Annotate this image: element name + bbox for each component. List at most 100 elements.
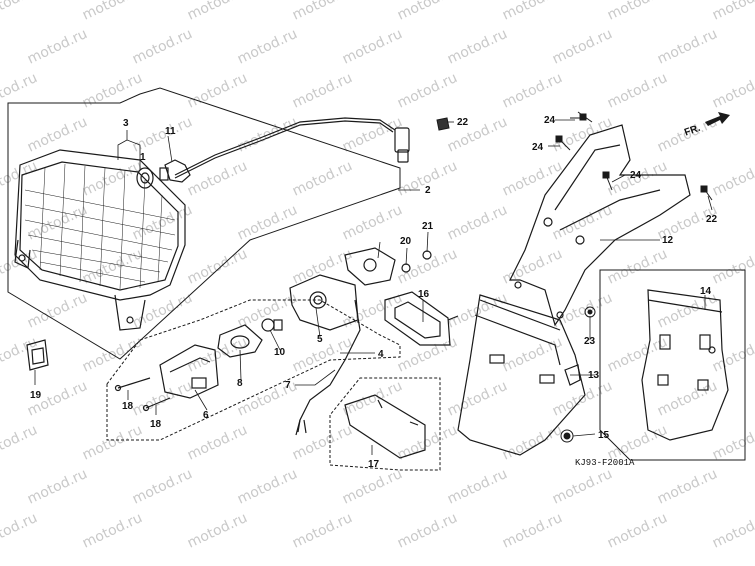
callout-13: 13 (588, 370, 600, 381)
watermark-text: motod.ru (550, 26, 615, 68)
watermark-text: motod.ru (290, 246, 355, 288)
watermark-text: motod.ru (500, 334, 565, 376)
watermark-text: motod.ru (0, 422, 40, 464)
watermark-text: motod.ru (710, 510, 755, 552)
watermark-text: motod.ru (80, 510, 145, 552)
watermark-text: motod.ru (605, 0, 670, 24)
license-light-assembly (159, 274, 361, 436)
watermark-text: motod.ru (25, 26, 90, 68)
watermark-text: motod.ru (500, 70, 565, 112)
watermark-text: motod.ru (0, 0, 40, 24)
callout-21: 21 (422, 221, 434, 232)
socket-and-bulb (136, 159, 191, 189)
watermark-text: motod.ru (710, 422, 755, 464)
callout-17: 17 (368, 459, 380, 470)
callout-8: 8 (237, 378, 243, 389)
watermark-text: motod.ru (655, 378, 720, 420)
watermark-text: motod.ru (445, 202, 510, 244)
watermark-text: motod.ru (290, 158, 355, 200)
direction-label: FR. (683, 123, 702, 139)
watermark-text: motod.ru (445, 114, 510, 156)
callout-18a: 18 (122, 401, 134, 412)
watermark-text: motod.ru (185, 246, 250, 288)
watermark-text: motod.ru (500, 0, 565, 24)
callout-12: 12 (662, 235, 674, 246)
watermark-text: motod.ru (655, 26, 720, 68)
callout-16: 16 (418, 289, 430, 300)
callout-11: 11 (165, 126, 176, 137)
watermark-text: motod.ru (130, 378, 195, 420)
callout-22b: 22 (706, 214, 718, 225)
watermark-text: motod.ru (340, 466, 405, 508)
bolts-and-nuts (436, 111, 713, 443)
watermark-text: motod.ru (395, 70, 460, 112)
callout-23: 23 (584, 336, 596, 347)
wire-harness (174, 117, 410, 179)
diagram-code: KJ93-F2001A (575, 458, 635, 468)
watermark-text: motod.ru (710, 246, 755, 288)
watermark-text: motod.ru (550, 290, 615, 332)
direction-arrow-icon (705, 112, 730, 126)
watermark-text: motod.ru (185, 510, 250, 552)
watermark-text: motod.ru (550, 466, 615, 508)
watermark-text: motod.ru (395, 246, 460, 288)
watermark-text: motod.ru (80, 422, 145, 464)
callout-22a: 22 (457, 117, 469, 128)
watermark-text: motod.ru (395, 0, 460, 24)
callout-15: 15 (598, 430, 610, 441)
watermark-text: motod.ru (0, 158, 40, 200)
watermark-text: motod.ru (80, 0, 145, 24)
bracket-16 (384, 291, 459, 346)
watermark-text: motod.ru (0, 510, 40, 552)
front-direction-indicator: FR. (683, 112, 730, 139)
watermark-text: motod.ru (130, 466, 195, 508)
callout-1: 1 (140, 152, 146, 163)
watermark-text: motod.ru (710, 334, 755, 376)
watermark-text: motod.ru (235, 466, 300, 508)
leader-lines (34, 119, 713, 455)
bracket-17 (344, 394, 426, 459)
watermark-text: motod.ru (0, 246, 40, 288)
watermark-text: motod.ru (445, 378, 510, 420)
watermark-text: motod.ru (290, 0, 355, 24)
watermark-text: motod.ru (445, 26, 510, 68)
rear-frame-bracket (509, 124, 691, 327)
watermark-text: motod.ru (340, 378, 405, 420)
watermark-text: motod.ru (710, 158, 755, 200)
callout-6: 6 (203, 410, 209, 421)
watermark-text: motod.ru (395, 422, 460, 464)
watermark-text: motod.ru (500, 510, 565, 552)
watermark-text: motod.ru (80, 70, 145, 112)
watermark-text: motod.ru (605, 70, 670, 112)
watermark-text: motod.ru (710, 0, 755, 24)
screws (114, 377, 171, 412)
watermark-text: motod.ru (185, 0, 250, 24)
watermark-text: motod.ru (25, 466, 90, 508)
watermark-text: motod.ru (235, 202, 300, 244)
watermark-text: motod.ru (445, 466, 510, 508)
watermark-text: motod.ru (25, 290, 90, 332)
bracket-group-outline (329, 377, 441, 471)
tail-light-group-outline (7, 87, 401, 360)
watermark-text: motod.ru (130, 26, 195, 68)
group-outlines (7, 87, 746, 471)
watermark-text: motod.ru (605, 246, 670, 288)
watermark-text: motod.ru (80, 158, 145, 200)
callout-7: 7 (285, 380, 291, 391)
callout-5: 5 (317, 334, 323, 345)
watermark-text: motod.ru (500, 246, 565, 288)
tail-light-housing (14, 149, 186, 331)
callout-2: 2 (425, 185, 431, 196)
callout-24c: 24 (630, 170, 642, 181)
watermark-text: motod.ru (340, 26, 405, 68)
watermark-text: motod.ru (80, 246, 145, 288)
watermark-text: motod.ru (25, 114, 90, 156)
callout-18b: 18 (150, 419, 162, 430)
watermark-text: motod.ru (340, 202, 405, 244)
callout-19: 19 (30, 390, 42, 401)
watermark-text: motod.ru (710, 70, 755, 112)
watermark-text: motod.ru (605, 510, 670, 552)
callout-24a: 24 (544, 115, 556, 126)
callout-14: 14 (700, 286, 712, 297)
